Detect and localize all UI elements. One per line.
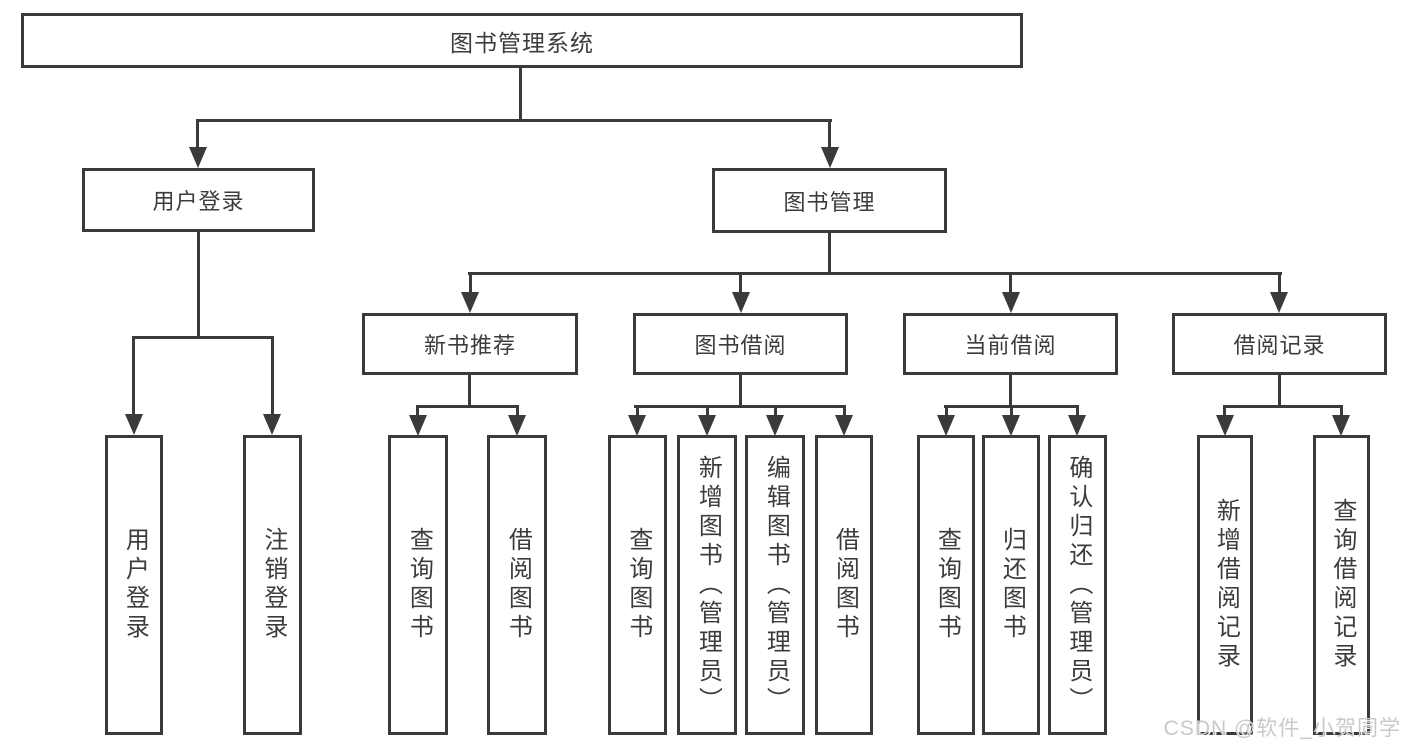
connector-line <box>416 405 419 417</box>
connector-line <box>1223 405 1226 417</box>
arrowhead-down-icon <box>508 415 526 436</box>
connector-line <box>132 336 135 416</box>
connector-line <box>1223 405 1343 408</box>
arrowhead-down-icon <box>409 415 427 436</box>
leaf-label: 新增借阅记录 <box>1212 498 1240 672</box>
leaf-query-books-borrow: 查询图书 <box>608 435 667 735</box>
connector-line <box>516 405 519 417</box>
arrowhead-down-icon <box>1068 415 1086 436</box>
leaf-label: 归还图书 <box>998 527 1026 643</box>
leaf-label: 编辑图书（管理员） <box>762 454 790 716</box>
arrowhead-down-icon <box>766 415 784 436</box>
node-book-borrow-label: 图书借阅 <box>694 333 787 358</box>
node-book-management-label: 图书管理 <box>783 189 876 215</box>
connector-line <box>739 272 742 294</box>
node-user-login: 用户登录 <box>82 168 315 232</box>
leaf-logout: 注销登录 <box>243 435 302 735</box>
node-book-management: 图书管理 <box>712 168 947 233</box>
leaf-label: 用户登录 <box>121 527 149 643</box>
connector-line <box>774 405 777 417</box>
connector-line <box>196 119 199 149</box>
connector-line <box>468 272 1282 275</box>
leaf-add-borrow-record: 新增借阅记录 <box>1197 435 1253 735</box>
leaf-label: 查询借阅记录 <box>1328 498 1356 672</box>
leaf-edit-books-admin: 编辑图书（管理员） <box>745 435 805 735</box>
leaf-confirm-return-admin: 确认归还（管理员） <box>1048 435 1107 735</box>
arrowhead-down-icon <box>698 415 716 436</box>
connector-line <box>828 233 831 274</box>
connector-line <box>468 375 471 407</box>
leaf-query-books-current: 查询图书 <box>917 435 975 735</box>
arrowhead-down-icon <box>821 147 839 168</box>
leaf-label: 查询图书 <box>405 527 433 643</box>
connector-line <box>1010 405 1013 417</box>
node-current-borrow-label: 当前借阅 <box>964 333 1057 358</box>
connector-line <box>1076 405 1079 417</box>
arrowhead-down-icon <box>1002 292 1020 313</box>
connector-line <box>1009 272 1012 294</box>
leaf-query-borrow-record: 查询借阅记录 <box>1313 435 1370 735</box>
node-borrow-records-label: 借阅记录 <box>1233 333 1326 358</box>
connector-line <box>196 119 832 122</box>
leaf-add-books-admin: 新增图书（管理员） <box>677 435 737 735</box>
node-current-borrow: 当前借阅 <box>903 313 1118 375</box>
leaf-borrow-books: 借阅图书 <box>815 435 873 735</box>
arrowhead-down-icon <box>1002 415 1020 436</box>
node-user-login-label: 用户登录 <box>152 189 245 214</box>
leaf-return-books: 归还图书 <box>982 435 1040 735</box>
leaf-label: 注销登录 <box>259 527 287 643</box>
leaf-label: 查询图书 <box>933 527 961 643</box>
leaf-label: 借阅图书 <box>831 527 859 643</box>
connector-line <box>1278 272 1281 294</box>
arrowhead-down-icon <box>1270 292 1288 313</box>
node-root: 图书管理系统 <box>21 13 1023 68</box>
connector-line <box>828 119 831 149</box>
connector-line <box>271 336 274 416</box>
connector-line <box>519 68 522 122</box>
leaf-label: 确认归还（管理员） <box>1064 454 1092 716</box>
connector-line <box>1340 405 1343 417</box>
leaf-user-login: 用户登录 <box>105 435 163 735</box>
csdn-watermark: CSDN @软件_小贺同学 <box>1163 717 1401 740</box>
connector-line <box>1278 375 1281 407</box>
connector-line <box>416 405 519 408</box>
arrowhead-down-icon <box>835 415 853 436</box>
arrowhead-down-icon <box>461 292 479 313</box>
arrowhead-down-icon <box>732 292 750 313</box>
connector-line <box>1009 375 1012 407</box>
arrowhead-down-icon <box>1332 415 1350 436</box>
arrowhead-down-icon <box>125 414 143 435</box>
leaf-query-books-recommend: 查询图书 <box>388 435 448 735</box>
connector-line <box>132 336 274 339</box>
connector-line <box>706 405 709 417</box>
arrowhead-down-icon <box>263 414 281 435</box>
arrowhead-down-icon <box>189 147 207 168</box>
connector-line <box>634 405 846 408</box>
node-new-book-recommend: 新书推荐 <box>362 313 578 375</box>
node-borrow-records: 借阅记录 <box>1172 313 1387 375</box>
leaf-label: 查询图书 <box>624 527 652 643</box>
node-root-label: 图书管理系统 <box>450 29 594 56</box>
connector-line <box>843 405 846 417</box>
leaf-borrow-books-recommend: 借阅图书 <box>487 435 547 735</box>
arrowhead-down-icon <box>937 415 955 436</box>
connector-line <box>469 272 472 294</box>
connector-line <box>197 232 200 339</box>
node-book-borrow: 图书借阅 <box>633 313 848 375</box>
node-new-book-recommend-label: 新书推荐 <box>423 333 516 358</box>
connector-line <box>945 405 948 417</box>
arrowhead-down-icon <box>1216 415 1234 436</box>
leaf-label: 新增图书（管理员） <box>694 454 722 716</box>
connector-line <box>636 405 639 417</box>
arrowhead-down-icon <box>628 415 646 436</box>
connector-line <box>739 375 742 407</box>
leaf-label: 借阅图书 <box>504 527 532 643</box>
